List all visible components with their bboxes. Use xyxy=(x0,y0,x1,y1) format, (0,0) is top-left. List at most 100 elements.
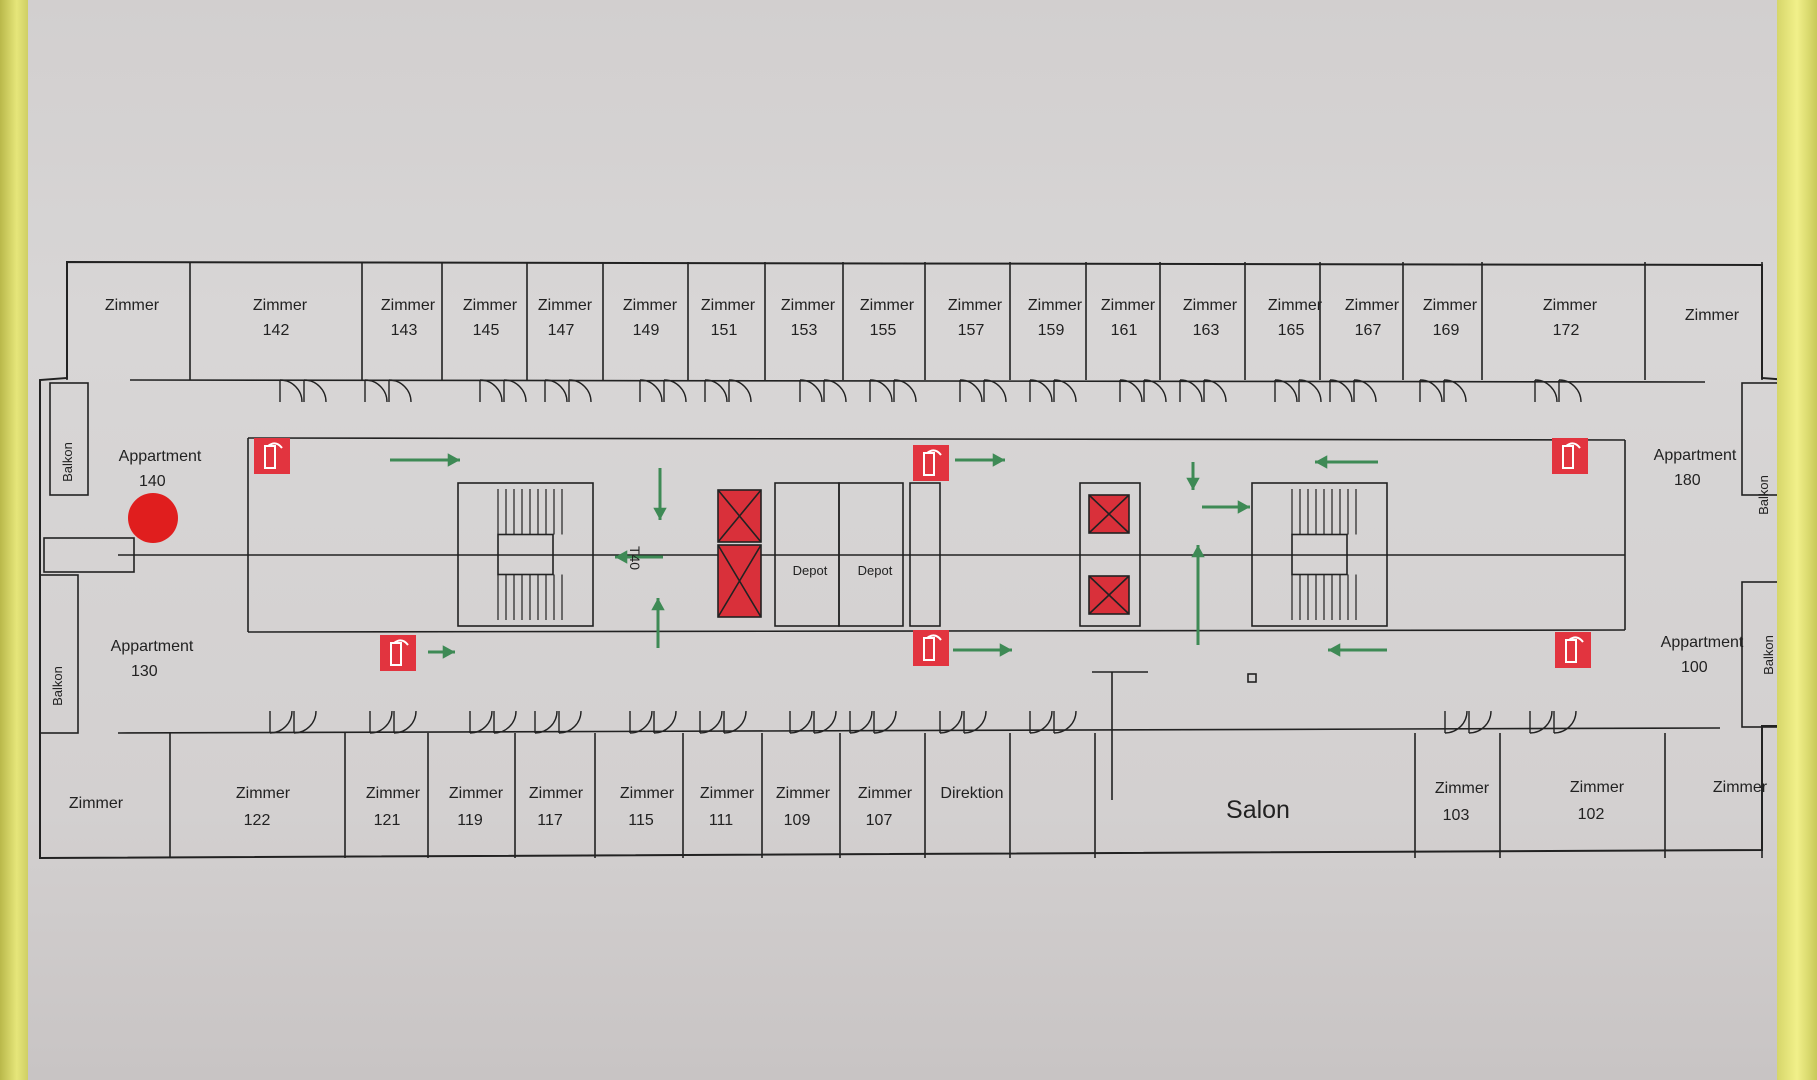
door-swing xyxy=(393,710,417,734)
fire-extinguisher-icon-glyph xyxy=(390,639,409,666)
door-swing xyxy=(1444,710,1468,734)
room-number-label: 117 xyxy=(537,812,563,829)
door-swing xyxy=(568,379,592,403)
balcony-label: Balkon xyxy=(1761,635,1776,675)
room-name-label: Zimmer xyxy=(1183,297,1238,314)
room-name-label: Zimmer xyxy=(1423,297,1478,314)
room-name-label: Zimmer xyxy=(620,785,675,802)
room-number-label: 142 xyxy=(263,322,290,339)
room-number-label: 159 xyxy=(1038,322,1065,339)
room-number-label: 122 xyxy=(244,812,271,829)
door-swing xyxy=(1534,379,1558,403)
upper-corridor-inner-wall xyxy=(247,437,1626,441)
room-number-label: 165 xyxy=(1278,322,1305,339)
room-name-label: Zimmer xyxy=(781,297,836,314)
door-swing xyxy=(653,710,677,734)
door-swing xyxy=(364,379,388,403)
escape-arrow-head xyxy=(442,645,455,659)
apartment-name-label: Appartment xyxy=(119,448,202,465)
room-number-label: 161 xyxy=(1111,322,1138,339)
room-name-label: Zimmer xyxy=(463,297,518,314)
escape-arrow-head xyxy=(1315,455,1328,469)
you-are-here-marker xyxy=(128,493,178,543)
door-swing xyxy=(869,379,893,403)
door-swing xyxy=(1053,710,1077,734)
elevator-4-cross-b xyxy=(1088,575,1130,615)
fire-extinguisher-icon xyxy=(1555,632,1591,668)
apartment-number-label: 140 xyxy=(139,473,166,490)
door-swing xyxy=(369,710,393,734)
room-name-label: Zimmer xyxy=(701,297,756,314)
elevator-shaft-right xyxy=(1079,482,1141,627)
room-number-label: 157 xyxy=(958,322,985,339)
door-swing xyxy=(629,710,653,734)
fire-extinguisher-icon-glyph xyxy=(1562,442,1581,469)
depot-label: Depot xyxy=(858,563,893,578)
escape-arrow-head xyxy=(999,643,1012,657)
door-swing xyxy=(1558,379,1582,403)
elevator-1 xyxy=(717,489,762,543)
apartment-name-label: Appartment xyxy=(1654,447,1737,464)
room-number-label: 149 xyxy=(633,322,660,339)
room-number-label: 121 xyxy=(374,812,401,829)
door-swing xyxy=(1053,379,1077,403)
door-swing xyxy=(1143,379,1167,403)
room-name-label: Zimmer xyxy=(105,297,160,314)
room-number-label: 111 xyxy=(709,812,733,829)
door-swing xyxy=(388,379,412,403)
room-name-label: Zimmer xyxy=(623,297,678,314)
escape-arrow-head xyxy=(1191,545,1205,558)
room-name-label: Zimmer xyxy=(776,785,831,802)
room-number-label: 169 xyxy=(1433,322,1460,339)
door-swing xyxy=(728,379,752,403)
door-swing xyxy=(1443,379,1467,403)
left-stairwell-landing xyxy=(497,533,554,576)
door-swing xyxy=(699,710,723,734)
room-name-label: Zimmer xyxy=(1268,297,1323,314)
room-number-label: 115 xyxy=(628,812,654,829)
balcony-right-bottom xyxy=(1741,581,1777,728)
room-number-label: 109 xyxy=(784,812,811,829)
door-swing xyxy=(1529,710,1553,734)
door-swing xyxy=(983,379,1007,403)
fire-extinguisher-icon xyxy=(913,630,949,666)
balcony-left-top xyxy=(49,382,89,496)
fire-extinguisher-icon xyxy=(380,635,416,671)
room-name-label: Zimmer xyxy=(366,785,421,802)
room-name-label: Zimmer xyxy=(1570,779,1625,796)
elevator-3 xyxy=(1088,494,1130,534)
balcony-label: Balkon xyxy=(60,442,75,482)
escape-arrow-head xyxy=(1237,500,1250,514)
room-number-label: 153 xyxy=(791,322,818,339)
stair-stub-left xyxy=(43,537,135,573)
escape-arrow-head xyxy=(1328,643,1341,657)
door-swing xyxy=(279,379,303,403)
door-swing xyxy=(303,379,327,403)
room-name-label: Zimmer xyxy=(449,785,504,802)
apartment-number-label: 130 xyxy=(131,663,158,680)
picture-frame-left xyxy=(0,0,28,1080)
picture-frame-right xyxy=(1777,0,1817,1080)
door-swing xyxy=(493,710,517,734)
apartment-name-label: Appartment xyxy=(1661,634,1744,651)
elevator-2 xyxy=(717,544,762,618)
apartment-number-label: 100 xyxy=(1681,659,1708,676)
room-name-label: Zimmer xyxy=(69,795,124,812)
door-swing xyxy=(704,379,728,403)
door-swing xyxy=(639,379,663,403)
door-swing xyxy=(293,710,317,734)
room-name-label: Salon xyxy=(1226,796,1290,824)
door-swing xyxy=(469,710,493,734)
room-name-label: Zimmer xyxy=(1713,779,1768,796)
door-swing xyxy=(823,379,847,403)
left-stairwell xyxy=(457,482,594,627)
room-name-label: Zimmer xyxy=(1028,297,1083,314)
room-number-label: 103 xyxy=(1443,807,1470,824)
room-number-label: 145 xyxy=(473,322,500,339)
bottom-rooms-corridor-wall xyxy=(117,727,1721,734)
room-number-label: 102 xyxy=(1578,806,1605,823)
door-swing xyxy=(1419,379,1443,403)
door-swing xyxy=(799,379,823,403)
